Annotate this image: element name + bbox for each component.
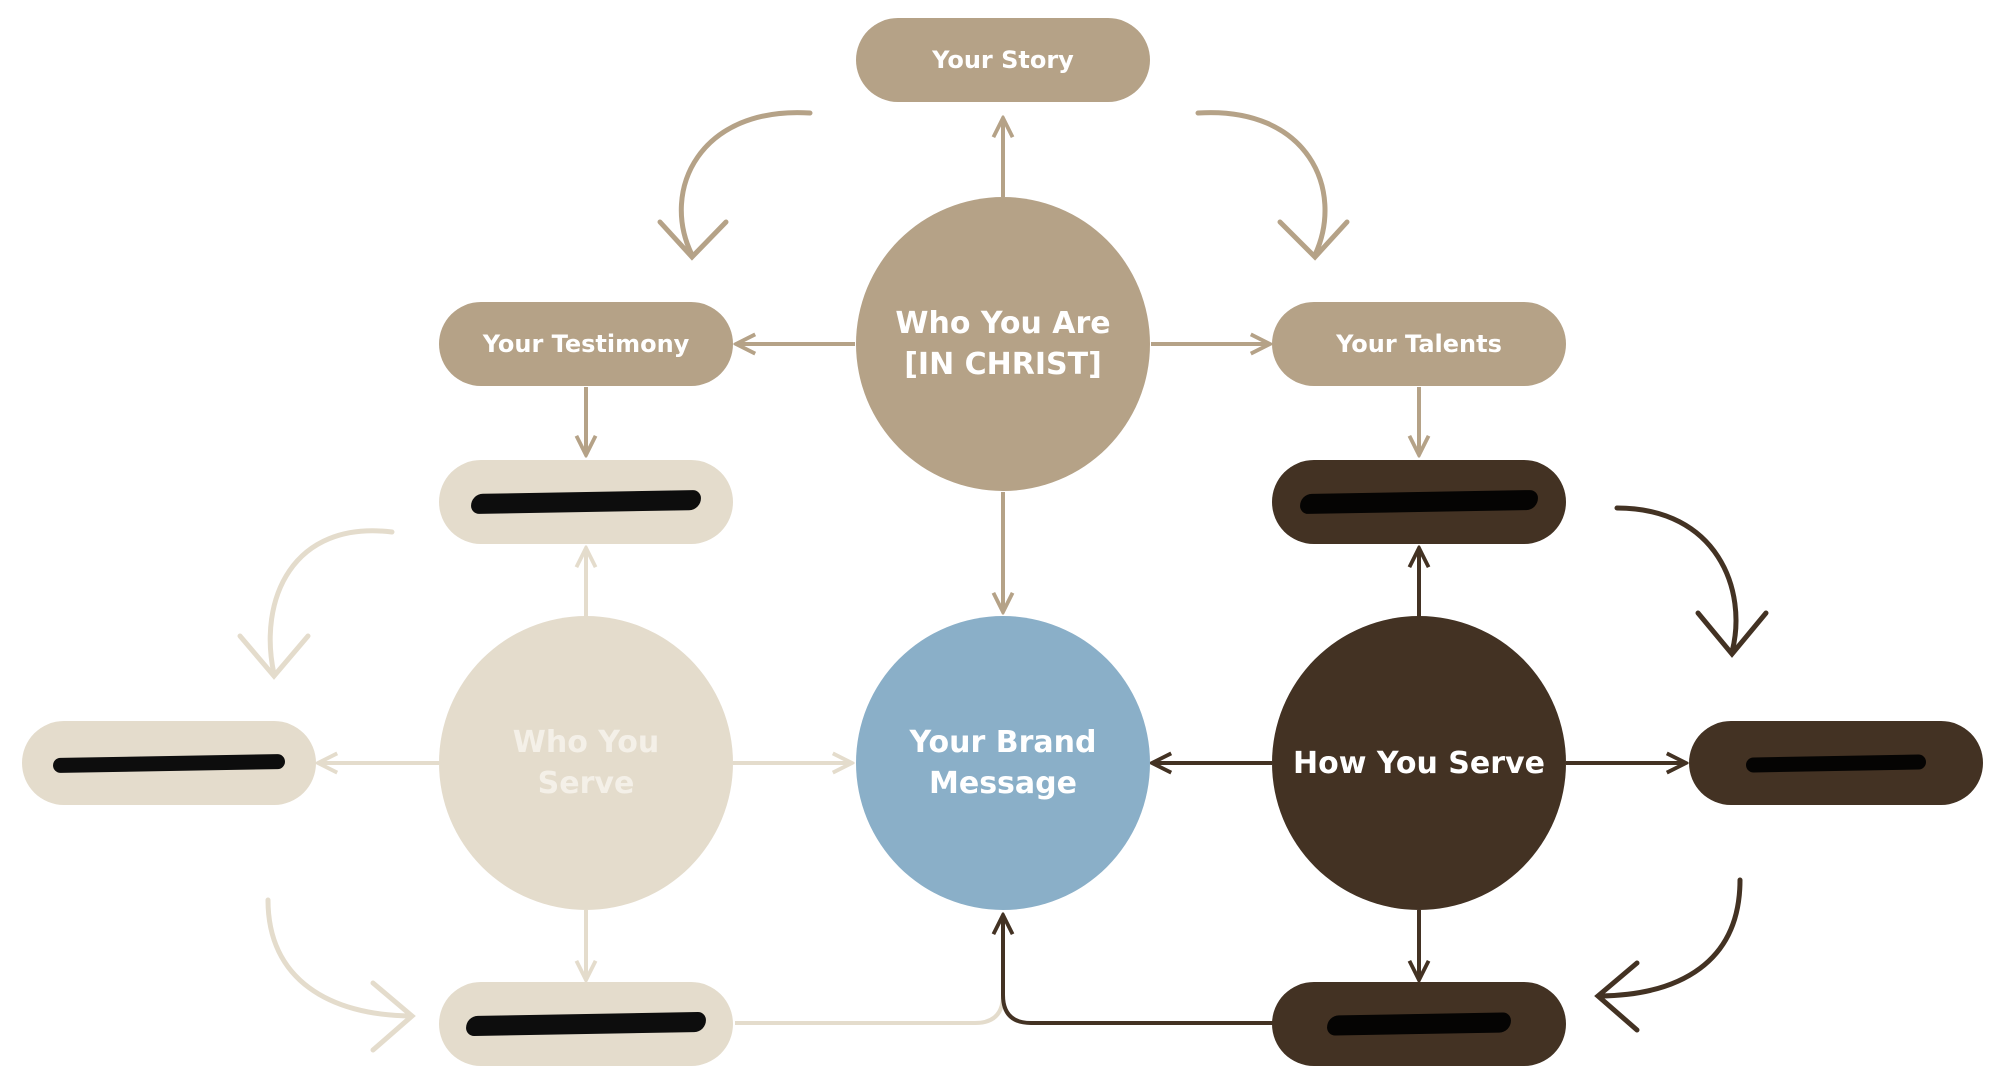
curve-arrowhead-right xyxy=(1277,219,1350,261)
redacted-node-far-left xyxy=(22,721,316,805)
redaction-mark xyxy=(1745,753,1927,773)
redacted-node-upper-right xyxy=(1272,460,1566,544)
who-you-are-line1: Who You Are xyxy=(895,306,1111,341)
curve-left-upper xyxy=(267,528,395,677)
redacted-node-lower-left xyxy=(439,982,733,1066)
who-you-serve-line2: Serve xyxy=(537,766,635,801)
your-story-label: Your Story xyxy=(932,46,1074,74)
redaction-mark xyxy=(465,1011,707,1037)
brand-message-line2: Message xyxy=(929,766,1077,801)
line-bottom-right-to-brand xyxy=(1003,915,1275,1025)
curve-right-lower xyxy=(1597,877,1743,999)
curve-story-to-talents xyxy=(1195,110,1328,258)
your-testimony-node: Your Testimony xyxy=(439,302,733,386)
your-brand-message-node: Your Brand Message xyxy=(856,616,1150,910)
redaction-mark xyxy=(1299,489,1539,515)
your-story-node: Your Story xyxy=(856,18,1150,102)
redacted-node-lower-right xyxy=(1272,982,1566,1066)
your-testimony-label: Your Testimony xyxy=(482,330,690,358)
who-you-are-node: Who You Are [IN CHRIST] xyxy=(856,197,1150,491)
curve-left-lower-head xyxy=(370,980,416,1053)
curve-right-lower-head xyxy=(1594,960,1640,1033)
curve-left-lower xyxy=(265,897,413,1019)
curve-right-upper xyxy=(1614,505,1739,655)
curve-arrowhead-left xyxy=(657,219,729,261)
your-talents-node: Your Talents xyxy=(1272,302,1566,386)
redaction-mark xyxy=(52,753,286,773)
redaction-mark xyxy=(1326,1012,1512,1036)
how-you-serve-node: How You Serve xyxy=(1272,616,1566,910)
redacted-node-far-right xyxy=(1689,721,1983,805)
your-talents-label: Your Talents xyxy=(1336,330,1502,358)
brand-message-line1: Your Brand xyxy=(909,725,1097,760)
redaction-mark xyxy=(470,489,702,515)
curve-story-to-testimony xyxy=(678,110,813,258)
who-you-are-line2: [IN CHRIST] xyxy=(904,347,1102,382)
how-you-serve-label: How You Serve xyxy=(1293,745,1545,781)
curve-right-upper-head xyxy=(1695,610,1769,658)
curve-left-upper-head xyxy=(237,633,311,680)
who-you-serve-line1: Who You xyxy=(512,725,660,760)
who-you-serve-node: Who You Serve xyxy=(439,616,733,910)
line-bottom-left-to-brand xyxy=(735,994,1005,1025)
redacted-node-upper-left xyxy=(439,460,733,544)
